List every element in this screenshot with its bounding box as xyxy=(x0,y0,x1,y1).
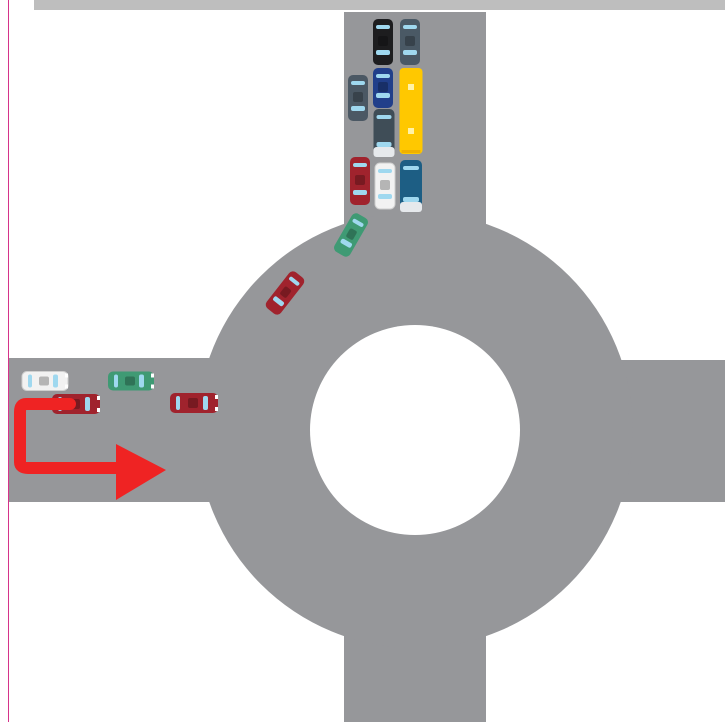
vehicle-n-slate-car xyxy=(348,75,368,121)
vehicle-n-blue-car xyxy=(373,68,393,108)
vehicle-n-black-car xyxy=(373,19,393,65)
road-network xyxy=(9,12,725,722)
vehicle-w-white-car xyxy=(21,371,69,391)
turn-right-arrow-icon xyxy=(14,398,166,500)
central-island xyxy=(310,325,520,535)
vehicle-w-red-car-2 xyxy=(170,393,218,413)
vehicle-n-yellow-bus xyxy=(399,68,423,154)
vehicle-n-blue-grey-car-top xyxy=(400,19,420,65)
vehicle-n-dark-van xyxy=(373,109,395,157)
vehicle-ring-green-car xyxy=(334,213,368,257)
vehicle-n-white-car xyxy=(374,162,396,210)
top-banner-bar xyxy=(34,0,725,10)
left-margin-rule xyxy=(8,0,9,722)
vehicle-n-teal-truck xyxy=(400,160,422,212)
vehicle-n-red-car xyxy=(350,157,370,205)
vehicles xyxy=(21,19,423,414)
vehicle-ring-red-car xyxy=(265,271,305,315)
vehicle-w-green-car xyxy=(108,371,154,391)
